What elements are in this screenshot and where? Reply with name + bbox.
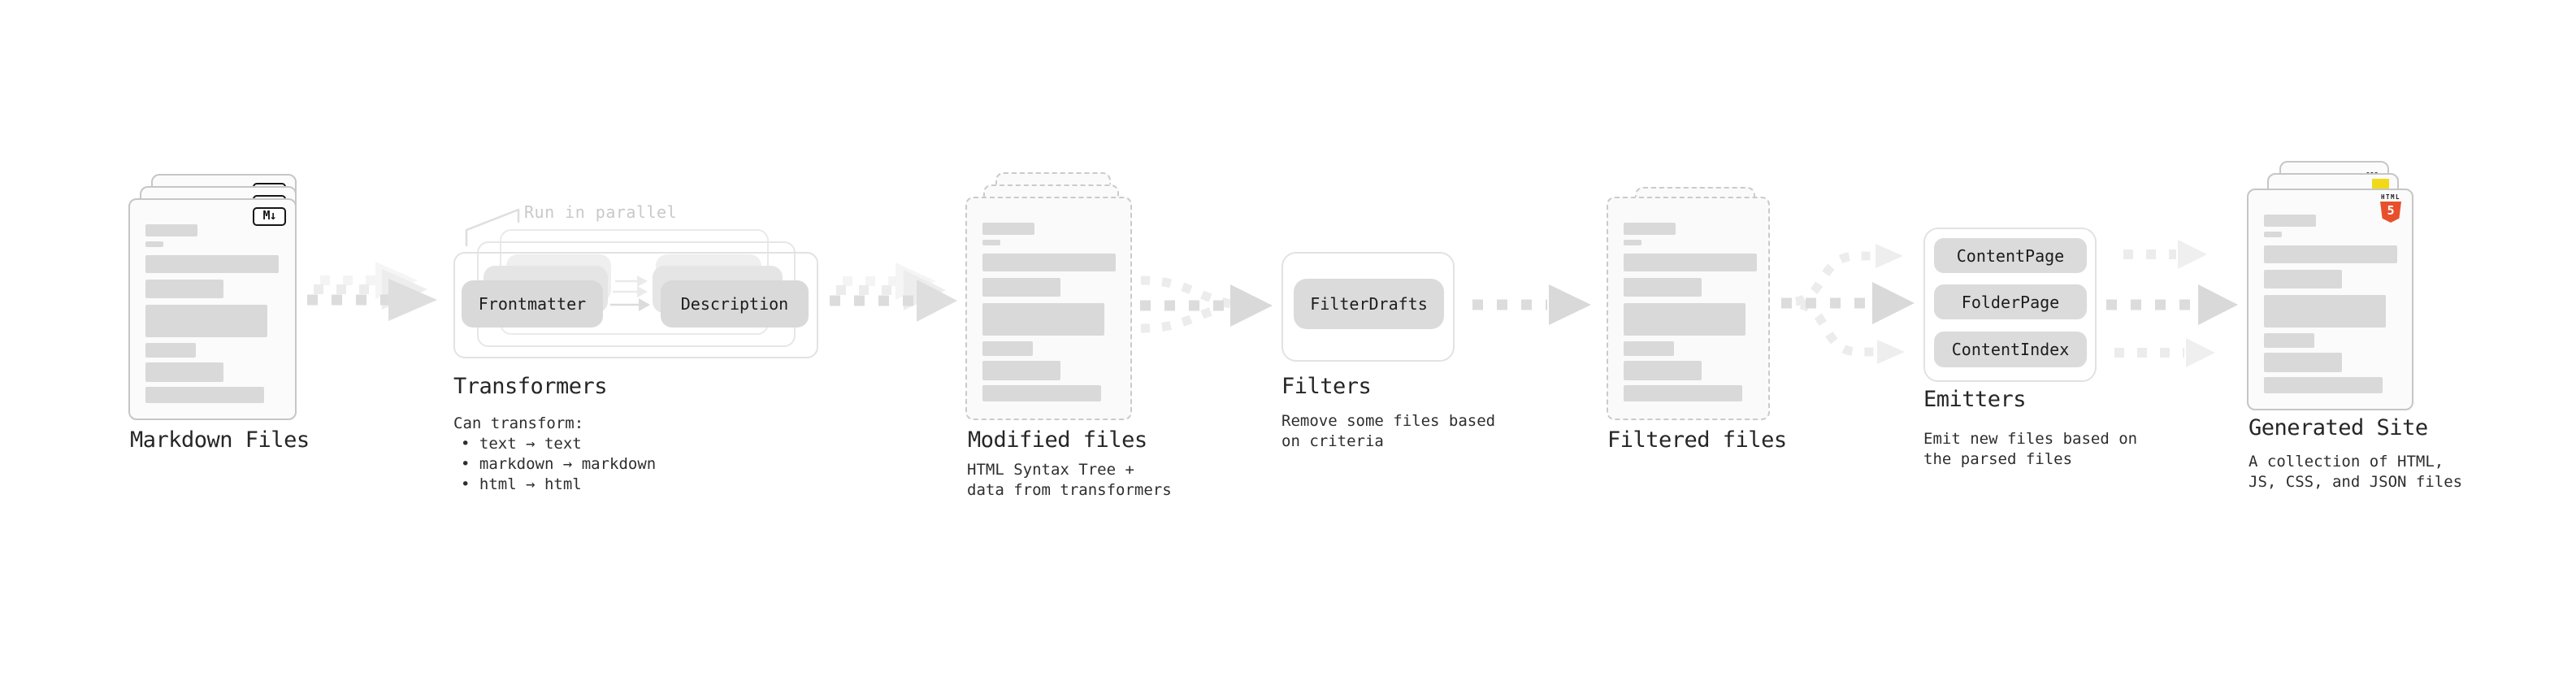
emitters-desc-line: Emit new files based on xyxy=(1923,430,2138,448)
text-placeholder-bar xyxy=(2264,232,2282,237)
modified-file-card-front xyxy=(965,197,1132,420)
text-placeholder-bar xyxy=(2264,215,2316,227)
text-placeholder-bar xyxy=(1624,303,1746,336)
emitters-label: Emitters xyxy=(1923,387,2027,412)
text-placeholder-bar xyxy=(1624,278,1702,297)
text-placeholder-bar xyxy=(1624,223,1676,235)
text-placeholder-bar xyxy=(145,362,223,382)
run-in-parallel-leader-line xyxy=(465,208,520,246)
html5-icon: HTML 5 xyxy=(2380,193,2401,223)
filterdrafts-pill: FilterDrafts xyxy=(1294,279,1444,329)
transformers-label: Transformers xyxy=(453,374,608,399)
arrow-emitters-to-generated xyxy=(2106,240,2238,367)
arrow-modified-to-filters xyxy=(1140,275,1273,333)
text-placeholder-bar xyxy=(982,385,1101,401)
emitters-description: Emit new files based on the parsed files xyxy=(1923,429,2137,470)
transformers-desc-line: Can transform: xyxy=(453,414,584,432)
transformers-bullet: • html → html xyxy=(461,475,582,493)
text-placeholder-bar xyxy=(145,305,267,337)
arrow-filtered-to-emitters xyxy=(1781,244,1915,364)
html5-icon-shield: 5 xyxy=(2380,202,2401,223)
generated-desc-line: A collection of HTML, xyxy=(2249,453,2444,471)
text-placeholder-bar xyxy=(145,255,279,273)
frontmatter-pill: Frontmatter xyxy=(462,280,603,327)
text-placeholder-bar xyxy=(982,240,1000,245)
transformers-bullet: • markdown → markdown xyxy=(461,455,657,473)
filtered-files-label: Filtered files xyxy=(1607,427,1787,453)
text-placeholder-bar xyxy=(145,280,223,298)
generated-site-label: Generated Site xyxy=(2249,415,2428,440)
text-placeholder-bar xyxy=(2264,295,2386,327)
modified-files-description: HTML Syntax Tree + data from transformer… xyxy=(967,460,1172,501)
text-placeholder-bar xyxy=(1624,254,1757,271)
text-placeholder-bar xyxy=(982,223,1034,235)
emitters-desc-line: the parsed files xyxy=(1923,450,2073,468)
arrow-markdown-to-transformers xyxy=(307,262,437,321)
contentpage-pill: ContentPage xyxy=(1934,238,2087,273)
text-placeholder-bar xyxy=(982,341,1033,356)
text-placeholder-bar xyxy=(145,241,163,247)
text-placeholder-bar xyxy=(145,387,264,403)
markdown-icon: M↓ xyxy=(253,207,286,226)
markdown-file-card-front: M↓ xyxy=(128,198,297,420)
text-placeholder-bar xyxy=(2264,245,2397,263)
text-placeholder-bar xyxy=(1624,240,1641,245)
modified-desc-line: HTML Syntax Tree + xyxy=(967,461,1134,479)
filters-desc-line: Remove some files based xyxy=(1281,412,1496,430)
text-placeholder-bar xyxy=(982,254,1116,271)
text-placeholder-bar xyxy=(1624,361,1702,380)
text-placeholder-bar xyxy=(982,303,1104,336)
text-placeholder-bar xyxy=(982,278,1060,297)
text-placeholder-bar xyxy=(1624,341,1674,356)
filtered-file-card-front xyxy=(1607,197,1770,420)
modified-files-label: Modified files xyxy=(968,427,1147,453)
text-placeholder-bar xyxy=(1624,385,1742,401)
arrow-frontmatter-to-description xyxy=(610,275,650,311)
transformers-bullet: • text → text xyxy=(461,435,582,453)
arrow-filters-to-filtered xyxy=(1472,284,1591,325)
transformers-box-front xyxy=(453,252,818,358)
text-placeholder-bar xyxy=(2264,353,2342,372)
filters-description: Remove some files based on criteria xyxy=(1281,411,1495,452)
generated-html-file-card: HTML 5 xyxy=(2247,189,2413,410)
text-placeholder-bar xyxy=(145,343,196,358)
modified-desc-line: data from transformers xyxy=(967,481,1172,499)
text-placeholder-bar xyxy=(982,361,1060,380)
run-in-parallel-note: Run in parallel xyxy=(524,202,678,222)
html5-icon-label: HTML xyxy=(2380,193,2401,201)
javascript-icon xyxy=(2372,179,2389,189)
contentindex-pill: ContentIndex xyxy=(1934,332,2087,367)
text-placeholder-bar xyxy=(2264,270,2342,288)
folderpage-pill: FolderPage xyxy=(1934,284,2087,319)
text-placeholder-bar xyxy=(2264,333,2314,348)
filters-desc-line: on criteria xyxy=(1281,432,1384,450)
arrow-transformers-to-modified xyxy=(830,262,957,322)
markdown-files-label: Markdown Files xyxy=(130,427,310,453)
description-pill: Description xyxy=(661,280,809,327)
filters-label: Filters xyxy=(1281,374,1372,399)
text-placeholder-bar xyxy=(145,224,197,236)
generated-site-description: A collection of HTML, JS, CSS, and JSON … xyxy=(2249,452,2462,492)
generated-desc-line: JS, CSS, and JSON files xyxy=(2249,473,2463,491)
transformers-description: Can transform: • text → text • markdown … xyxy=(453,414,656,495)
text-placeholder-bar xyxy=(2264,377,2383,393)
